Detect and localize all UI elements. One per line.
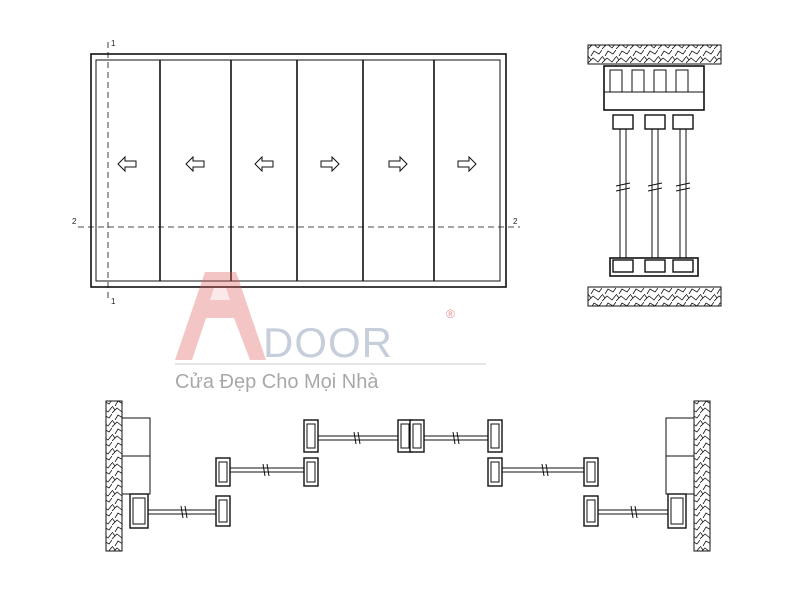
plan-panel [500, 463, 590, 477]
section-mark-bottom: 1 [111, 297, 116, 306]
panel-arrow-right-icon [388, 155, 408, 173]
adoor-watermark: A DOOR ® Cửa Đẹp Cho Mọi Nhà [175, 272, 486, 393]
folding-panels-plan [129, 419, 687, 529]
adoor-logo-mark [175, 272, 266, 360]
plan-profile [487, 419, 503, 453]
plan-view [105, 400, 711, 552]
plan-panel [148, 505, 220, 519]
plan-profile [409, 419, 425, 453]
panel-arrow-right-icon [320, 155, 340, 173]
head-track [603, 65, 705, 111]
plan-profile [303, 419, 319, 453]
section-mark-right: 2 [513, 217, 518, 226]
plan-profile [667, 493, 687, 529]
plan-panel [596, 505, 672, 519]
plan-panel [226, 463, 306, 477]
elevation-view: 1 1 2 2 [72, 39, 520, 306]
left-jamb-block-lower [121, 455, 151, 495]
section-mark-top: 1 [111, 39, 116, 48]
plan-profile [129, 493, 149, 529]
brand-tagline: Cửa Đẹp Cho Mọi Nhà [175, 371, 379, 393]
registered-mark: ® [446, 307, 455, 321]
plan-panel [312, 431, 402, 445]
right-jamb-block-lower [665, 455, 695, 495]
section-stile [644, 114, 666, 273]
vertical-section [587, 44, 722, 307]
bottom-wall-hatch [587, 286, 722, 307]
sill-track [609, 257, 699, 277]
section-mark-left: 2 [72, 217, 77, 226]
panel-arrows [117, 155, 477, 173]
panel-arrow-left-icon [254, 155, 274, 173]
inner-frame [95, 59, 501, 282]
panel-arrow-left-icon [117, 155, 137, 173]
section-stile [672, 114, 694, 273]
vertical-stiles [612, 114, 694, 273]
plan-panel [414, 431, 498, 445]
head-track-details [604, 69, 704, 93]
left-jamb-block-upper [121, 417, 151, 457]
top-wall-hatch [587, 44, 722, 65]
panel-arrow-left-icon [185, 155, 205, 173]
panel-dividers [159, 60, 435, 281]
left-wall-hatch [105, 400, 123, 552]
right-jamb-block-upper [665, 417, 695, 457]
right-wall-hatch [693, 400, 711, 552]
brand-name: DOOR [263, 319, 393, 366]
panel-arrow-right-icon [457, 155, 477, 173]
outer-frame [90, 53, 507, 288]
section-stile [612, 114, 634, 273]
